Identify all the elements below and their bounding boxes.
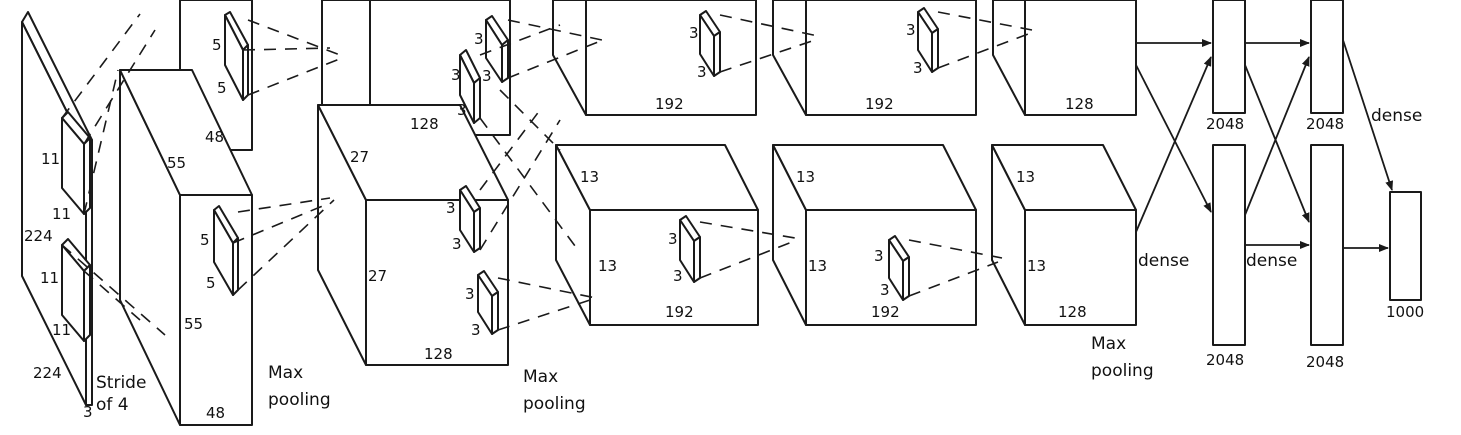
conv3-side-label-b: 13 [598,257,617,275]
conv3-depth-label-top: 192 [655,95,684,113]
conv3-labels: 192 13 13 192 3 3 3 3 [580,24,707,321]
conv5-labels: 128 13 13 128 Max pooling [1016,95,1154,381]
conv2-kernel-label-1: 3 [474,30,484,48]
conv2-kernel-label-5: 3 [446,199,456,217]
conv2-kernel-label-7: 3 [465,285,475,303]
conv4-depth-label-bottom: 192 [871,303,900,321]
maxpool2-label-b: pooling [523,394,586,414]
input-kernel-label-upper-a: 11 [41,150,60,168]
dense-labels: 2048 2048 2048 2048 1000 dense dense den… [1138,106,1424,371]
fc6-layer [1212,0,1246,346]
input-kernel-label-lower-b: 11 [52,321,71,339]
conv1-side-label-b: 55 [184,315,203,333]
conv3-kernel-label-d: 3 [697,63,707,81]
conv5-side-label-a: 13 [1016,168,1035,186]
conv5-side-label-b: 13 [1027,257,1046,275]
conv4-side-label-a: 13 [796,168,815,186]
conv4-depth-label-top: 192 [865,95,894,113]
fc7-upper-size-label: 2048 [1306,115,1344,133]
input-kernel-label-lower-a: 11 [40,269,59,287]
conv1-kernel-upper [224,11,249,101]
conv2-labels: 128 27 27 128 3 3 3 3 3 3 3 3 Max poolin… [350,30,586,414]
conv1-depth-label-top: 48 [205,128,224,146]
input-width-label: 224 [33,364,62,382]
conv2-kernel-label-3: 3 [451,66,461,84]
conv5-block [991,0,1137,326]
dense-connections [1135,39,1394,252]
conv4-kernel-label-d: 3 [913,59,923,77]
stride-of-label: of 4 [96,395,129,415]
conv3-kernel-label-b: 3 [673,267,683,285]
conv1-side-label-a: 55 [167,154,186,172]
fc7-layer [1310,0,1344,346]
maxpool1-label-b: pooling [268,390,331,410]
conv3-kernel-label-c: 3 [689,24,699,42]
input-kernel-label-upper-b: 11 [52,205,71,223]
input-height-label: 224 [24,227,53,245]
conv2-kernel-label-2: 3 [482,67,492,85]
conv4-kernel-label-b: 3 [880,281,890,299]
conv2-kernel-label-8: 3 [471,321,481,339]
conv1-depth-label-bottom: 48 [206,404,225,422]
dense-label-1: dense [1138,251,1189,271]
conv2-kernel-label-6: 3 [452,235,462,253]
conv4-side-label-b: 13 [808,257,827,275]
input-depth-label: 3 [83,403,93,421]
conv3-depth-label-bottom: 192 [665,303,694,321]
maxpool1-label-a: Max [268,363,303,383]
conv5-depth-label-bottom: 128 [1058,303,1087,321]
conv4-block [772,0,977,326]
dense-label-2: dense [1246,251,1297,271]
dense-label-3: dense [1371,106,1422,126]
conv2-depth-label-top: 128 [410,115,439,133]
conv1-kernel-label-b: 5 [217,79,227,97]
conv5-depth-label-top: 128 [1065,95,1094,113]
conv3-side-label-a: 13 [580,168,599,186]
maxpool3-label-b: pooling [1091,361,1154,381]
stride-label: Stride [96,373,146,393]
conv2-side-label-a: 27 [350,148,369,166]
maxpool2-label-a: Max [523,367,558,387]
conv2-kernel-label-4: 3 [457,101,467,119]
conv2-side-label-b: 27 [368,267,387,285]
fc6-upper-size-label: 2048 [1206,115,1244,133]
fc8-output-layer [1389,191,1422,301]
conv1-labels: 5 5 48 55 5 5 55 48 Max pooling [167,36,331,422]
receptive-field-lines [61,11,1033,336]
input-labels: 11 11 224 11 11 224 3 Stride of 4 [24,150,146,421]
conv1-kernel-label-c: 5 [200,231,210,249]
conv3-kernel-label-a: 3 [668,230,678,248]
conv4-kernel-label-c: 3 [906,21,916,39]
output-size-label: 1000 [1386,303,1424,321]
conv4-kernel-label-a: 3 [874,247,884,265]
fc7-lower-size-label: 2048 [1306,353,1344,371]
input-layer [21,11,93,406]
conv1-kernel-label-a: 5 [212,36,222,54]
conv2-depth-label-bottom: 128 [424,345,453,363]
fc6-lower-size-label: 2048 [1206,351,1244,369]
conv3-block [552,0,759,326]
maxpool3-label-a: Max [1091,334,1126,354]
conv4-labels: 192 13 13 192 3 3 3 3 [796,21,923,321]
conv1-kernel-label-d: 5 [206,274,216,292]
conv2-kernels [459,15,509,335]
